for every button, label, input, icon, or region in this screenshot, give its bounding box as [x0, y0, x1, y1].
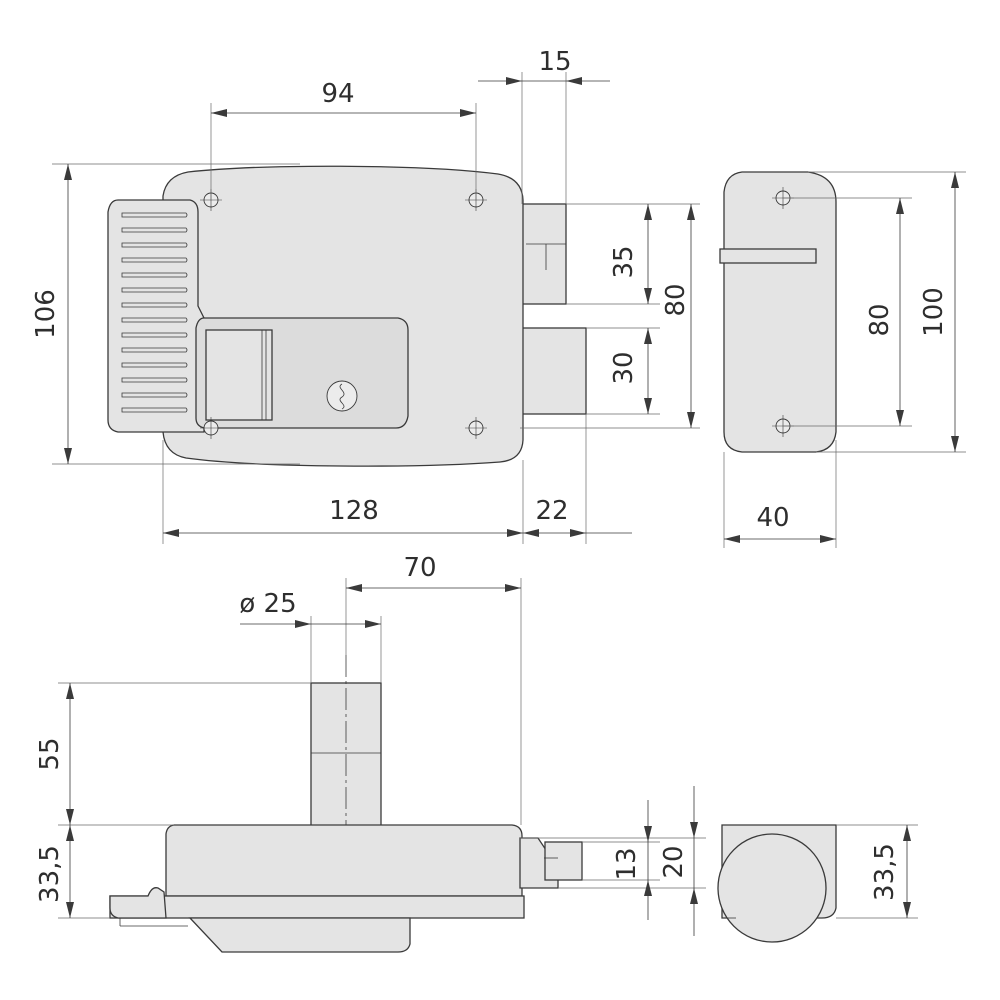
dim-label-80-keeper: 80 — [865, 303, 895, 336]
handle-ribs — [121, 212, 188, 413]
dim-label-70: 70 — [403, 553, 436, 583]
side-base-plate — [109, 895, 525, 919]
dim-label-20: 20 — [659, 845, 689, 878]
lock-side-view — [109, 655, 583, 953]
dim-label-22: 22 — [535, 496, 568, 526]
side-deadbolt — [544, 841, 583, 881]
dim-label-80-front: 80 — [661, 283, 691, 316]
keeper-view — [719, 171, 837, 453]
dim-label-15: 15 — [538, 47, 571, 77]
side-body — [165, 824, 523, 897]
keeper-side-view — [717, 824, 837, 943]
keyway-icon — [339, 383, 345, 410]
dim-label-dia-25: ø 25 — [239, 589, 296, 619]
side-handle — [109, 887, 167, 919]
dim-label-128: 128 — [329, 496, 379, 526]
dim-label-40: 40 — [756, 503, 789, 533]
dead-bolt — [521, 327, 587, 415]
dim-label-33-5-keeper: 33,5 — [870, 843, 900, 901]
latch-bolt — [521, 203, 567, 305]
keeper-roller — [717, 833, 827, 943]
side-cover — [188, 917, 411, 953]
keeper-plate — [723, 171, 837, 453]
dim-label-30: 30 — [609, 351, 639, 384]
keeper-dimensions — [723, 171, 966, 548]
front-dimension-lines — [64, 77, 695, 537]
keeper-side-dimensions — [836, 824, 918, 919]
dim-label-35: 35 — [609, 245, 639, 278]
dim-label-94: 94 — [321, 79, 354, 109]
side-extension-lines — [58, 578, 706, 919]
side-dimension-lines — [66, 584, 698, 936]
release-button — [205, 329, 273, 421]
dim-label-100: 100 — [919, 287, 949, 337]
key-cylinder — [326, 380, 358, 412]
dim-label-33-5-side: 33,5 — [35, 845, 65, 903]
lock-front-view — [107, 165, 587, 467]
keeper-slot — [719, 248, 817, 264]
dim-label-55: 55 — [35, 737, 65, 770]
dim-label-106: 106 — [31, 289, 61, 339]
dim-label-13: 13 — [612, 847, 642, 880]
